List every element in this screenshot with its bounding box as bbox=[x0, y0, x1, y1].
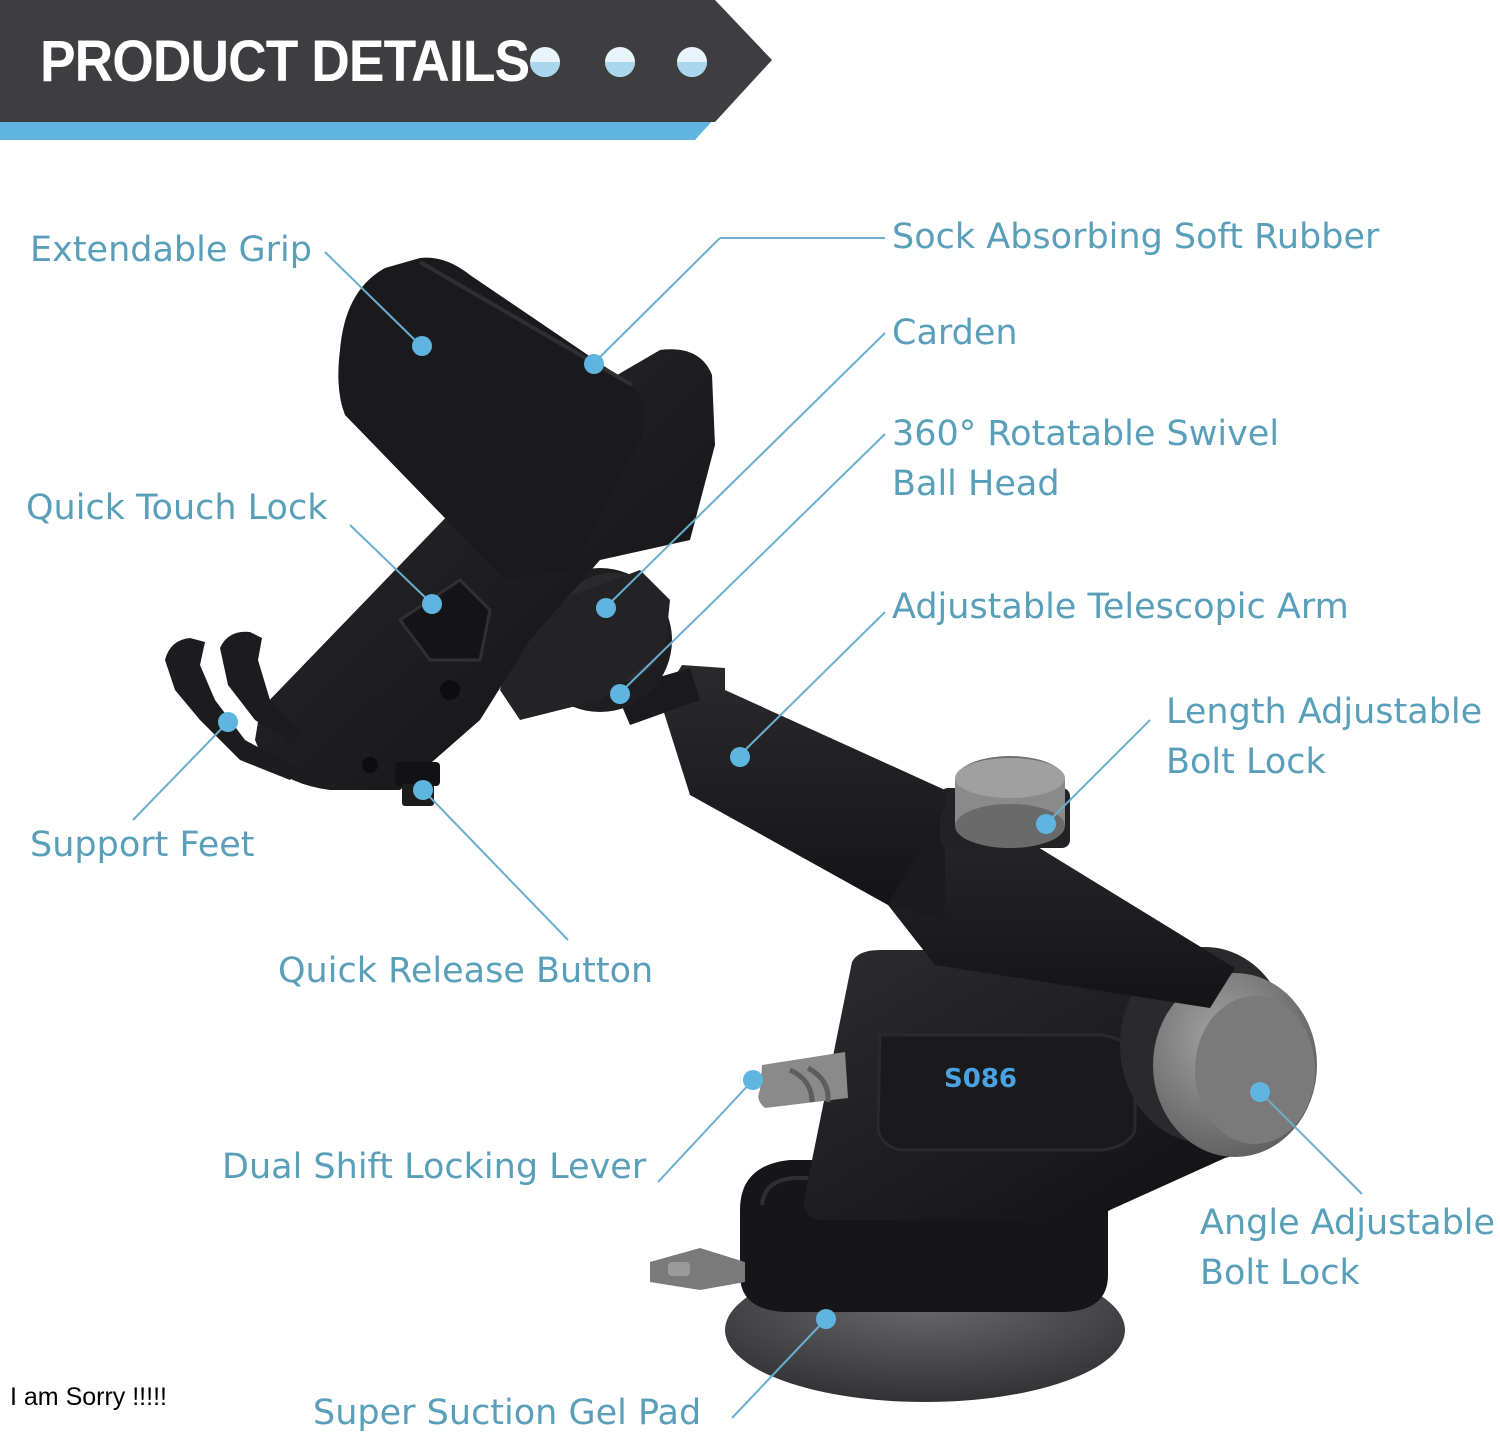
carden bbox=[500, 570, 670, 720]
label-length-adjustable-bolt-lock: Length Adjustable Bolt Lock bbox=[1166, 692, 1483, 782]
label-carden: Carden bbox=[892, 313, 1018, 353]
caption-text: I am Sorry !!!!! bbox=[10, 1383, 167, 1411]
banner-dots bbox=[530, 47, 707, 77]
header-banner bbox=[0, 0, 772, 140]
model-number: S086 bbox=[944, 1064, 1017, 1094]
banner-background bbox=[0, 0, 772, 122]
length-adjustable-knob bbox=[940, 756, 1070, 848]
label-sock-absorbing-soft-rubber: Sock Absorbing Soft Rubber bbox=[892, 217, 1380, 257]
label-swivel-ball-head: 360° Rotatable Swivel Ball Head bbox=[892, 414, 1280, 504]
label-quick-touch-lock: Quick Touch Lock bbox=[26, 488, 328, 528]
label-extendable-grip: Extendable Grip bbox=[30, 230, 312, 270]
label-super-suction-gel-pad: Super Suction Gel Pad bbox=[313, 1393, 702, 1433]
label-support-feet: Support Feet bbox=[30, 825, 255, 865]
label-dual-shift-locking-lever: Dual Shift Locking Lever bbox=[222, 1147, 647, 1187]
banner-accent-stripe bbox=[0, 118, 715, 140]
label-angle-adjustable-bolt-lock: Angle Adjustable Bolt Lock bbox=[1200, 1203, 1496, 1293]
label-adjustable-telescopic-arm: Adjustable Telescopic Arm bbox=[892, 587, 1349, 627]
extendable-grip bbox=[338, 257, 645, 580]
support-feet bbox=[165, 631, 300, 780]
telescopic-arm-upper bbox=[660, 665, 945, 905]
callout-dots bbox=[218, 336, 1270, 1329]
dual-shift-locking-lever bbox=[758, 1052, 848, 1108]
pull-tab bbox=[650, 1248, 745, 1290]
quick-touch-lock bbox=[397, 578, 492, 662]
label-quick-release-button: Quick Release Button bbox=[278, 951, 654, 991]
page-title: PRODUCT DETAILS bbox=[40, 29, 530, 94]
callout-lines bbox=[132, 237, 1363, 1419]
